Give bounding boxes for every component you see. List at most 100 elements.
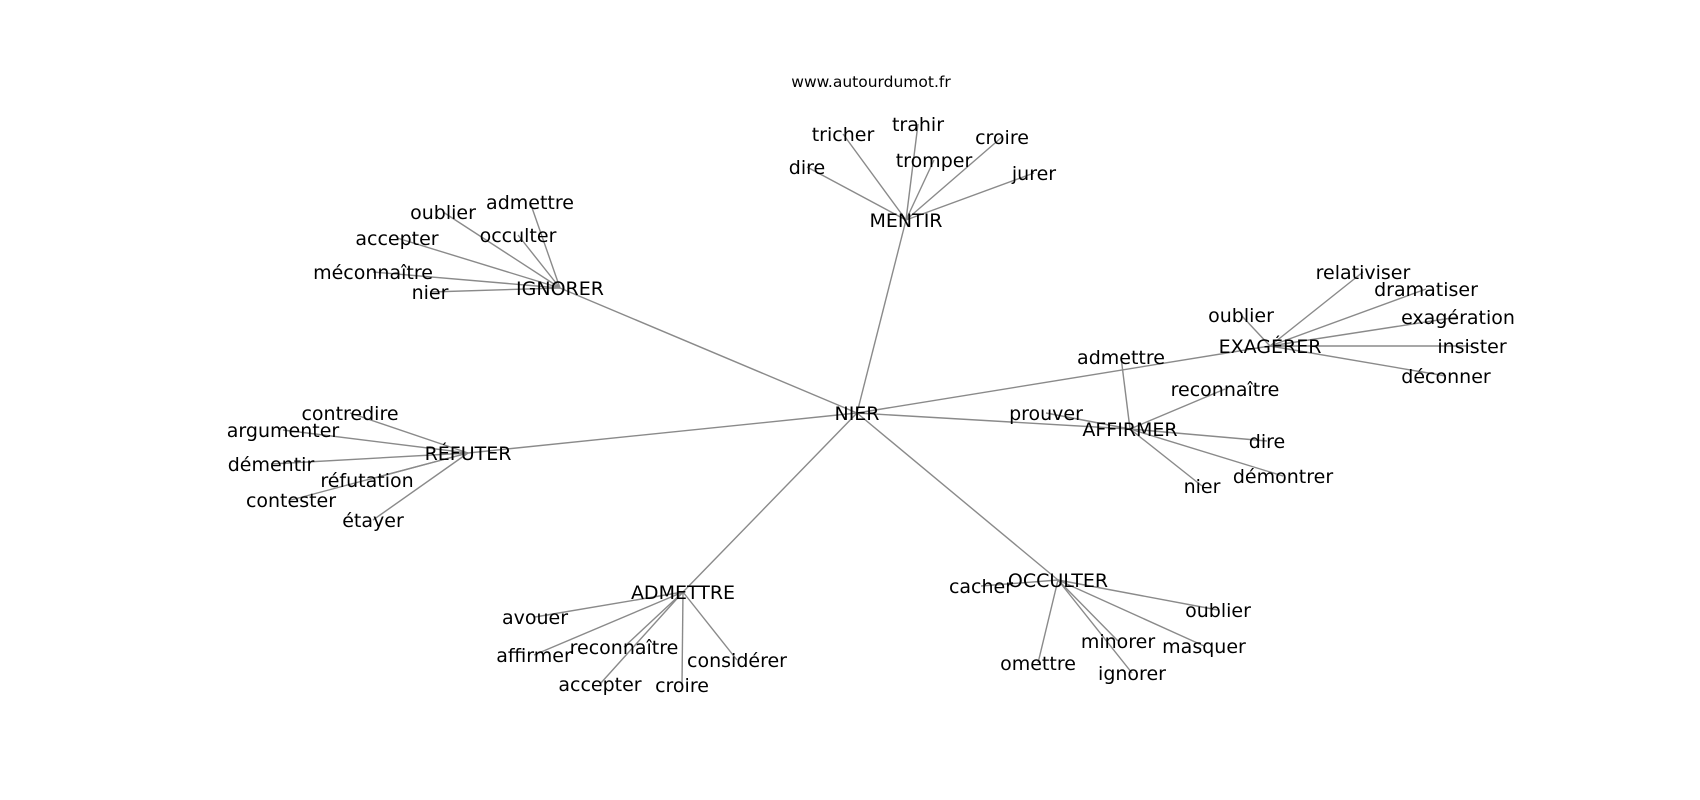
leaf-node[interactable]: déconner xyxy=(1401,366,1491,388)
leaf-edge xyxy=(1057,579,1133,674)
leaf-node[interactable]: trahir xyxy=(892,114,944,136)
leaf-edge xyxy=(905,172,1035,221)
leaf-edge xyxy=(681,591,684,686)
leaf-edge xyxy=(1240,314,1271,347)
leaf-edge xyxy=(282,429,469,454)
leaf-edge xyxy=(1057,579,1119,642)
graph-labels: www.autourdumot.fr NIER MENTIR dire tricher… xyxy=(227,73,1515,697)
leaf-edge xyxy=(905,159,935,221)
leaf-edge xyxy=(1057,579,1219,611)
center-edge xyxy=(856,412,1059,581)
leaf-edge xyxy=(529,201,561,289)
leaf-edge xyxy=(599,591,684,685)
leaf-edge xyxy=(349,412,469,454)
leaf-node[interactable]: accepter xyxy=(558,674,641,696)
leaf-edge xyxy=(905,123,919,221)
leaf-node[interactable]: dire xyxy=(1249,431,1285,453)
leaf-node[interactable]: oublier xyxy=(1208,305,1274,327)
leaf-node[interactable]: tromper xyxy=(896,150,973,172)
leaf-edge xyxy=(1037,579,1059,664)
cluster-node[interactable]: OCCULTER xyxy=(1008,570,1108,592)
leaf-node[interactable]: tricher xyxy=(812,124,875,146)
leaf-edge xyxy=(1129,428,1268,442)
leaf-edge xyxy=(270,452,469,465)
leaf-node[interactable]: méconnaître xyxy=(313,262,433,284)
leaf-node[interactable]: contester xyxy=(246,490,336,512)
leaf-edge xyxy=(842,133,907,221)
leaf-edge xyxy=(1129,428,1203,487)
leaf-edge xyxy=(1120,356,1131,430)
leaf-node[interactable]: accepter xyxy=(355,228,438,250)
leaf-node[interactable]: dramatiser xyxy=(1374,279,1478,301)
cluster-node[interactable]: EXAGÉRER xyxy=(1219,335,1322,358)
leaf-node[interactable]: contredire xyxy=(301,403,398,425)
leaf-edge xyxy=(623,591,684,648)
leaf-edge xyxy=(1269,316,1459,347)
leaf-edge xyxy=(1129,388,1226,430)
leaf-node[interactable]: oublier xyxy=(1185,600,1251,622)
leaf-node[interactable]: nier xyxy=(1184,476,1221,498)
leaf-node[interactable]: ignorer xyxy=(1098,663,1166,685)
leaf-node[interactable]: reconnaître xyxy=(1171,379,1280,401)
leaf-edge xyxy=(905,136,1003,221)
cluster-node[interactable]: IGNORER xyxy=(516,278,604,300)
leaf-node[interactable]: omettre xyxy=(1000,653,1076,675)
center-node[interactable]: NIER xyxy=(834,403,879,425)
leaf-node[interactable]: nier xyxy=(412,282,449,304)
leaf-edge xyxy=(1269,271,1364,347)
leaf-edge xyxy=(980,579,1059,587)
leaf-node[interactable]: minorer xyxy=(1081,631,1156,653)
leaf-node[interactable]: reconnaître xyxy=(570,637,679,659)
leaf-edge xyxy=(372,271,561,289)
leaf-edge xyxy=(533,591,684,656)
center-edge xyxy=(856,412,1131,430)
leaf-node[interactable]: démontrer xyxy=(1233,466,1333,488)
leaf-node[interactable]: admettre xyxy=(1077,347,1165,369)
leaf-edge xyxy=(429,287,561,293)
cluster-node[interactable]: RÉFUTER xyxy=(425,442,512,465)
leaf-edge xyxy=(682,591,738,661)
leaf-node[interactable]: prouver xyxy=(1009,403,1083,425)
leaf-node[interactable]: insister xyxy=(1437,336,1507,358)
leaf-node[interactable]: argumenter xyxy=(227,420,340,442)
leaf-node[interactable]: affirmer xyxy=(496,645,572,667)
leaf-node[interactable]: jurer xyxy=(1011,163,1056,185)
leaf-edge xyxy=(1057,579,1205,647)
center-edge xyxy=(467,412,858,454)
leaf-node[interactable]: considérer xyxy=(687,650,787,672)
cluster-node[interactable]: ADMETTRE xyxy=(631,582,735,604)
leaf-node[interactable]: occulter xyxy=(480,225,557,247)
leaf-node[interactable]: cacher xyxy=(949,576,1013,598)
leaf-edge xyxy=(396,237,561,289)
leaf-edge xyxy=(290,452,469,501)
leaf-node[interactable]: croire xyxy=(975,127,1029,149)
leaf-edge xyxy=(442,211,561,289)
leaf-node[interactable]: exagération xyxy=(1401,307,1515,329)
site-url: www.autourdumot.fr xyxy=(791,73,951,91)
leaf-node[interactable]: dire xyxy=(789,157,825,179)
graph-edges xyxy=(270,123,1472,686)
leaf-node[interactable]: masquer xyxy=(1162,636,1246,658)
leaf-node[interactable]: avouer xyxy=(502,607,568,629)
leaf-edge xyxy=(372,452,469,521)
leaf-edge xyxy=(1129,428,1284,477)
leaf-edge xyxy=(1269,288,1427,347)
leaf-edge xyxy=(806,166,907,221)
leaf-edge xyxy=(517,234,561,289)
leaf-edge xyxy=(1269,345,1447,377)
center-edge xyxy=(559,287,858,414)
leaf-node[interactable]: admettre xyxy=(486,192,574,214)
leaf-node[interactable]: étayer xyxy=(342,510,404,532)
cluster-node[interactable]: MENTIR xyxy=(869,210,942,232)
leaf-edge xyxy=(534,591,684,618)
center-edge xyxy=(856,219,907,414)
leaf-node[interactable]: oublier xyxy=(410,202,476,224)
leaf-edge xyxy=(1045,412,1131,430)
center-edge xyxy=(856,345,1271,414)
leaf-node[interactable]: réfutation xyxy=(320,470,413,492)
leaf-node[interactable]: croire xyxy=(655,675,709,697)
leaf-node[interactable]: relativiser xyxy=(1316,262,1411,284)
leaf-node[interactable]: démentir xyxy=(228,454,315,476)
cluster-node[interactable]: AFFIRMER xyxy=(1082,419,1177,441)
